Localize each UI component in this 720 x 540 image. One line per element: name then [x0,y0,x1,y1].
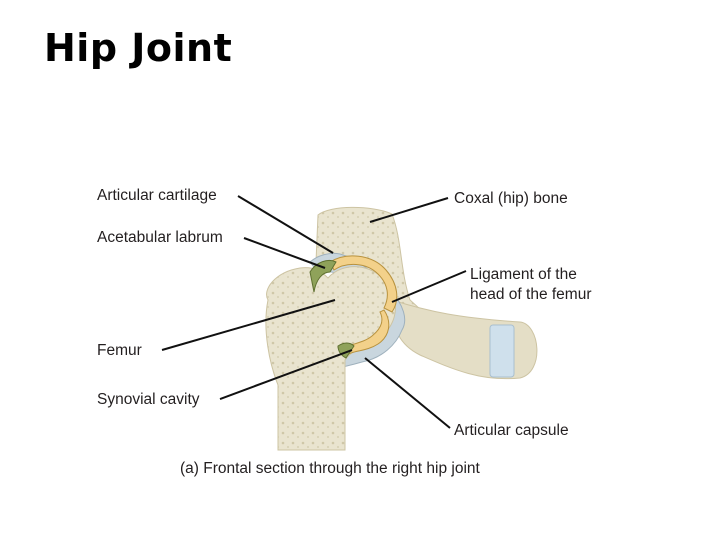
label-articular-capsule: Articular capsule [454,422,569,439]
slide-title: Hip Joint [44,26,233,70]
leader-articular-cartilage [237,195,334,254]
label-acetabular-labrum: Acetabular labrum [97,229,223,246]
leader-ligament [391,270,467,303]
ligament-band [489,324,515,378]
label-ligament-line1: Ligament of the [470,266,577,283]
label-articular-cartilage: Articular cartilage [97,187,217,204]
label-coxal-bone: Coxal (hip) bone [454,190,568,207]
label-ligament-line2: head of the femur [470,286,592,303]
label-femur: Femur [97,342,142,359]
leader-articular-capsule [364,357,451,429]
figure-caption: (a) Frontal section through the right hi… [180,460,481,477]
label-synovial-cavity: Synovial cavity [97,391,200,408]
acetabular-labrum-shape [309,259,337,293]
leader-synovial-cavity [219,349,353,400]
pubis-shape [391,299,538,380]
femoral-head-cartilage [329,255,398,313]
leader-coxal-bone [369,197,449,223]
leader-femur [161,299,336,351]
leader-acetabular-labrum [243,237,326,269]
